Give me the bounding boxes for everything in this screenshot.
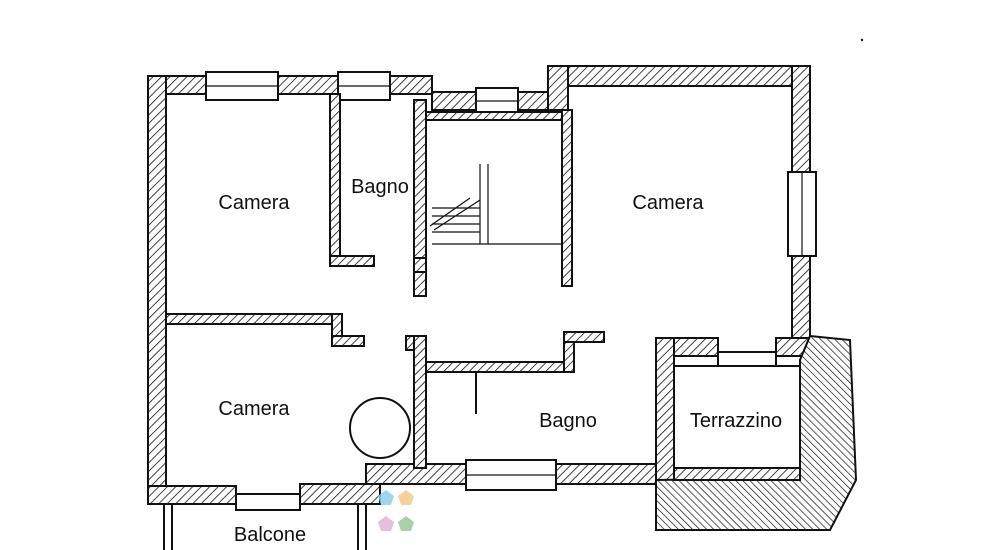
wall-left (147, 75, 167, 505)
wall-bottom-1 (147, 485, 237, 505)
windows (205, 71, 817, 511)
wall-bagno2-top (425, 361, 573, 373)
terrazzino-deck (655, 334, 858, 531)
room-label-balcone: Balcone (234, 524, 306, 546)
room-label-bagno-top: Bagno (351, 176, 409, 198)
wall-top-3 (389, 75, 433, 95)
room-label-terrazzino: Terrazzino (690, 410, 782, 432)
wall-right-upper (791, 65, 811, 173)
stair-post (413, 257, 427, 273)
wall-camera-divider (165, 313, 343, 325)
room-label-camera-top-right: Camera (632, 192, 704, 214)
wall-bagno-right (413, 99, 427, 297)
room-label-camera-top-left: Camera (218, 192, 290, 214)
terr-bottom-edge (673, 467, 801, 481)
wall-top-right (547, 65, 811, 87)
staircase (413, 164, 562, 296)
window-balcone (235, 493, 301, 511)
wall-terr-left (655, 337, 675, 485)
wall-bagno2-return (563, 331, 605, 343)
pastel-pentagons-watermark-icon (378, 490, 414, 531)
wall-bagno2-left (413, 335, 427, 469)
wall-camera-bagno (329, 93, 341, 263)
room-label-bagno-bottom: Bagno (539, 410, 597, 432)
wall-step (547, 65, 569, 111)
wall-stair-top (425, 111, 569, 121)
window-terrazzino (717, 351, 777, 367)
room-label-camera-bottom-left: Camera (218, 398, 290, 420)
speck-mark (860, 38, 864, 42)
wall-top-4 (431, 91, 477, 111)
interior-walls (165, 93, 605, 469)
wall-stair-right (561, 109, 573, 287)
wall-divider-return (331, 335, 365, 347)
balcone-railing (163, 504, 367, 550)
exterior-walls (147, 65, 811, 505)
round-column (349, 397, 411, 459)
wall-top-2 (277, 75, 339, 95)
wall-bagno-bottom (329, 255, 375, 267)
wall-bottom-2 (299, 483, 381, 505)
